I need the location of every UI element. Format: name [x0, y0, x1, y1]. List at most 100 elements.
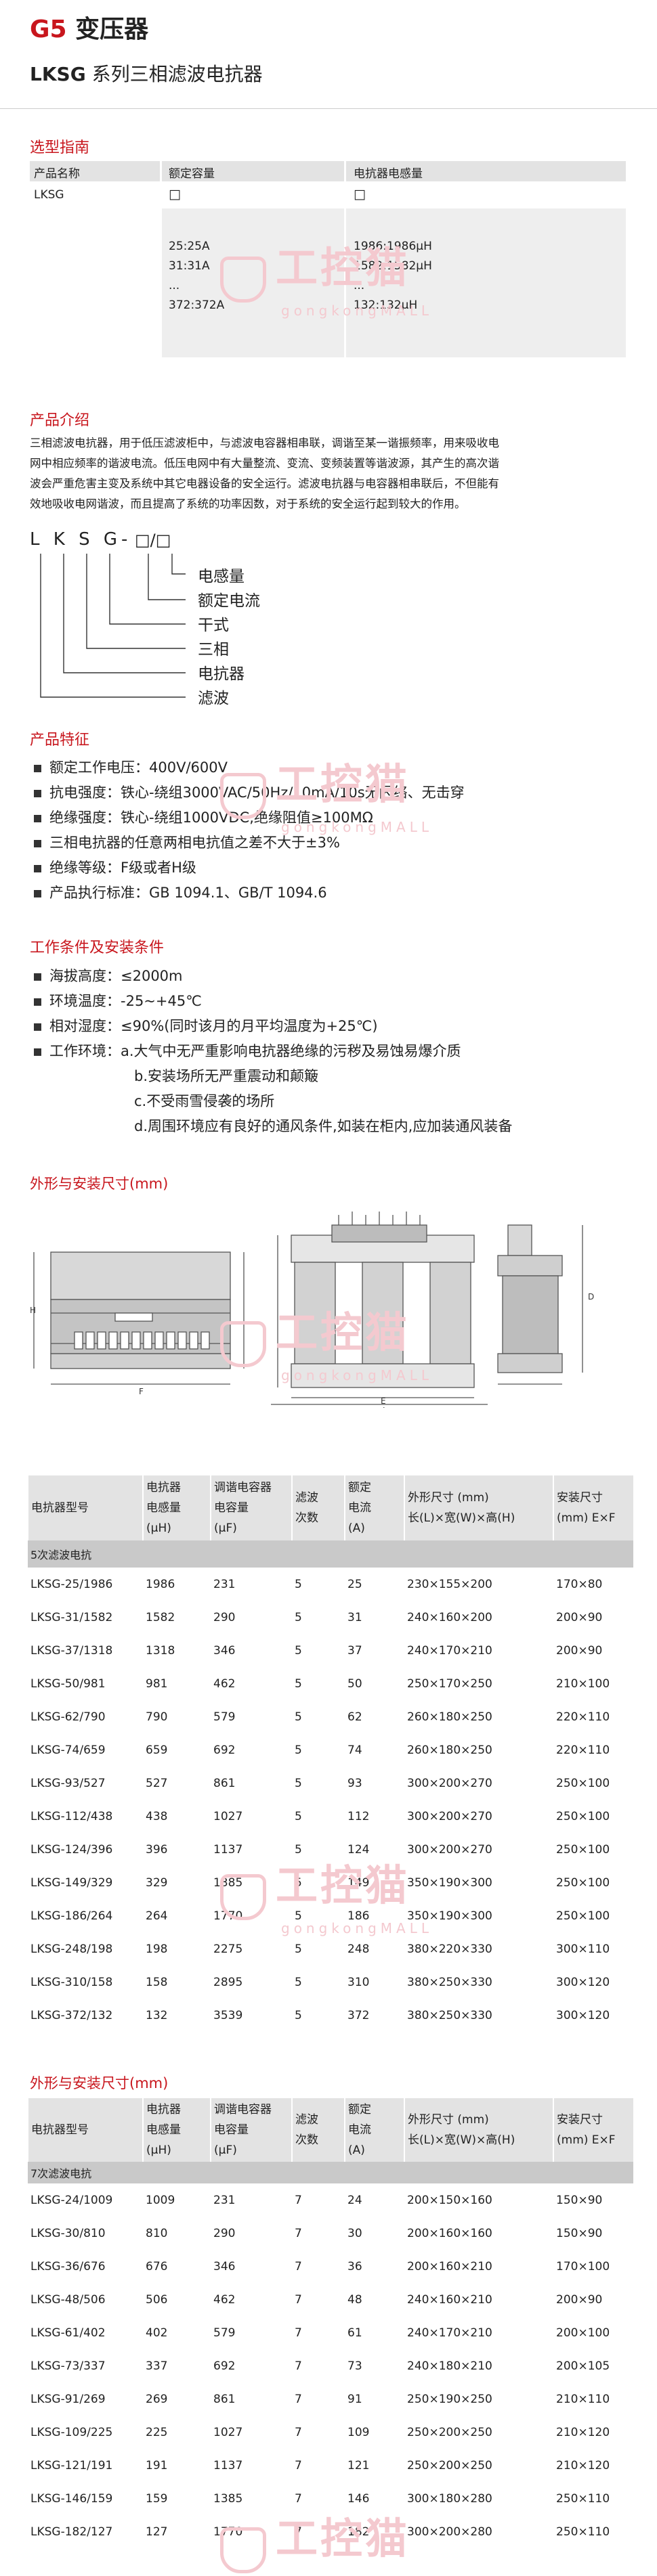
table-cell: 200×90 — [556, 1610, 603, 1624]
table-cell: 146 — [347, 2491, 370, 2506]
header-cell: 电抗器型号 — [27, 1475, 143, 1540]
table-cell: LKSG-31/1582 — [30, 1610, 113, 1624]
condition-subitem: c.不受雨雪侵袭的场所 — [134, 1093, 275, 1109]
page-subtitle: LKSG 系列三相滤波电抗器 — [30, 60, 263, 87]
line-reactor — [63, 554, 186, 673]
table-cell: 7 — [295, 2491, 302, 2506]
table-cell: 1137 — [213, 2458, 243, 2472]
feature-text: 绝缘等级：F级或者H级 — [49, 860, 196, 876]
dimensions-heading-2: 外形与安装尺寸(mm) — [30, 2075, 169, 2091]
table-cell: 380×220×330 — [407, 1942, 492, 1956]
table-cell: LKSG-30/810 — [30, 2226, 106, 2240]
condition-item: 环境温度：-25~+45℃ — [34, 989, 512, 1014]
code-prefix: L K S G- — [30, 529, 132, 550]
table-cell: 1770 — [213, 1909, 243, 1923]
table-cell: 402 — [146, 2326, 168, 2340]
table-cell: 220×110 — [556, 1710, 610, 1724]
feature-text: 绝缘强度：铁心-绕组1000VDC,绝缘阻值≥100MΩ — [49, 809, 373, 826]
table-cell: LKSG-24/1009 — [30, 2193, 113, 2207]
table-cell: 1137 — [213, 1842, 243, 1857]
table-cell: 7 — [295, 2326, 302, 2340]
bullet-icon — [34, 1048, 41, 1056]
feature-item: 绝缘等级：F级或者H级 — [34, 856, 465, 881]
table-cell: 7 — [295, 2458, 302, 2472]
table-cell: 396 — [146, 1842, 168, 1857]
feature-text: 额定工作电压：400V/600V — [49, 759, 228, 776]
code-label: 电感量 — [198, 568, 245, 585]
table-cell: 260×180×250 — [407, 1710, 492, 1724]
table-cell: 7 — [295, 2359, 302, 2373]
table-cell: LKSG-124/396 — [30, 1842, 113, 1857]
table-cell: 659 — [146, 1743, 168, 1757]
table-cell: 231 — [213, 2193, 236, 2207]
table-cell: LKSG-91/269 — [30, 2392, 106, 2406]
table-cell: 250×110 — [556, 2491, 610, 2506]
code-label: 滤波 — [198, 690, 229, 707]
capacity-line: ... — [169, 279, 180, 292]
table-cell: 150×90 — [556, 2193, 603, 2207]
feature-item: 绝缘强度：铁心-绕组1000VDC,绝缘阻值≥100MΩ — [34, 805, 465, 830]
label-f: F — [139, 1387, 144, 1396]
table-cell: LKSG-73/337 — [30, 2359, 106, 2373]
table-cell: 5 — [295, 1909, 302, 1923]
code-label: 额定电流 — [198, 592, 260, 610]
table-cell: 676 — [146, 2259, 168, 2273]
table-cell: 7 — [295, 2259, 302, 2273]
selection-name: LKSG — [34, 188, 64, 202]
dimension-drawings: H F E L D — [30, 1212, 594, 1408]
selection-col2-header: 额定容量 — [169, 167, 215, 181]
intro-line: 波会严重危害主变及系统中其它电器设备的安全运行。滤波电抗器与电容器相串联后，不但… — [30, 477, 499, 490]
conditions-list: 海拔高度：≤2000m 环境温度：-25~+45℃ 相对湿度：≤90%(同时该月… — [34, 964, 512, 1139]
table-cell: 73 — [347, 2359, 362, 2373]
table-cell: 1009 — [146, 2193, 175, 2207]
table-cell: 5 — [295, 1975, 302, 1989]
table-cell: 7 — [295, 2425, 302, 2439]
table-cell: 1318 — [146, 1643, 175, 1658]
table-cell: 31 — [347, 1610, 362, 1624]
line-three-phase — [86, 554, 186, 649]
table-cell: 1027 — [213, 2425, 243, 2439]
table-cell: 210×120 — [556, 2425, 610, 2439]
table-cell: 346 — [213, 1643, 236, 1658]
table-cell: 48 — [347, 2292, 362, 2307]
table-cell: 250×100 — [556, 1809, 610, 1823]
model-code: G5 — [30, 16, 67, 43]
table-cell: LKSG-93/527 — [30, 1776, 106, 1790]
table-cell: LKSG-25/1986 — [30, 1577, 113, 1591]
line-dry — [109, 554, 186, 625]
table-cell: 7 — [295, 2392, 302, 2406]
table-cell: 210×100 — [556, 1676, 610, 1691]
table-cell: 230×155×200 — [407, 1577, 492, 1591]
table-cell: 5 — [295, 1676, 302, 1691]
condition-text: 海拔高度：≤2000m — [49, 968, 183, 984]
table-cell: 290 — [213, 1610, 236, 1624]
col-divider — [344, 161, 346, 357]
bullet-icon — [34, 839, 41, 847]
condition-subitem: b.安装场所无严重震动和颠簸 — [134, 1068, 319, 1084]
table-cell: 372 — [347, 2008, 370, 2022]
selection-col1-header: 产品名称 — [34, 167, 80, 181]
table-cell: 121 — [347, 2458, 370, 2472]
table-cell: 5 — [295, 1942, 302, 1956]
table-cell: 159 — [146, 2491, 168, 2506]
table-cell: LKSG-248/198 — [30, 1942, 113, 1956]
table-cell: 7 — [295, 2292, 302, 2307]
table-cell: LKSG-182/127 — [30, 2525, 113, 2539]
code-bracket-lines — [40, 554, 186, 698]
table-cell: 1582 — [146, 1610, 175, 1624]
feature-text: 抗电强度：铁心-绕组3000VAC/50Hz/10mA/10s无闪络、无击穿 — [49, 784, 465, 801]
table-cell: 269 — [146, 2392, 168, 2406]
features-heading: 产品特征 — [30, 732, 90, 749]
table-cell: LKSG-48/506 — [30, 2292, 106, 2307]
table-cell: 240×160×200 — [407, 1610, 492, 1624]
condition-text: 环境温度：-25~+45℃ — [49, 993, 202, 1009]
header-divider — [0, 108, 657, 109]
table-cell: 1385 — [213, 2491, 243, 2506]
